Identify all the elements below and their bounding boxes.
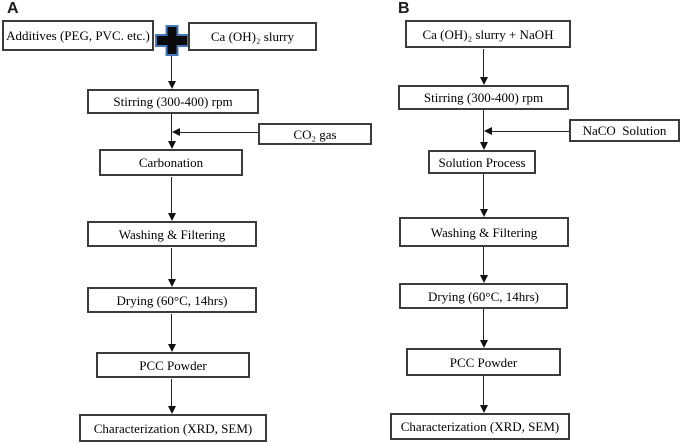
arrow-a-co2-head-icon (172, 128, 180, 136)
node-ca-oh2-slurry: Ca (OH)₂ slurry (188, 22, 317, 51)
arrow-a4-head-icon (168, 279, 176, 287)
arrow-b1-head-icon (480, 77, 488, 85)
node-additives: Additives (PEG, PVC. etc.) (2, 20, 154, 51)
arrow-a4-line (171, 248, 172, 280)
arrow-b3-line (483, 174, 484, 209)
arrow-b2-line (483, 110, 484, 142)
node-stirring-b: Stirring (300-400) rpm (398, 85, 569, 110)
node-co2-gas: CO₂ gas (258, 123, 372, 145)
node-washing-filtering-b: Washing & Filtering (399, 217, 569, 247)
arrow-a5-head-icon (168, 344, 176, 352)
node-characterization-a: Characterization (XRD, SEM) (79, 414, 267, 442)
node-washing-filtering-a: Washing & Filtering (87, 221, 257, 247)
node-drying-a: Drying (60°C, 14hrs) (87, 287, 257, 313)
arrow-b3-head-icon (480, 209, 488, 217)
arrow-a1-head-icon (168, 81, 176, 89)
arrow-a2-line (171, 114, 172, 142)
arrow-a6-head-icon (168, 406, 176, 414)
arrow-b-naco-line (492, 131, 569, 132)
node-ca-oh2-slurry-naoh: Ca (OH)₂ slurry + NaOH (405, 20, 571, 48)
node-characterization-b: Characterization (XRD, SEM) (390, 413, 570, 440)
arrow-b5-line (483, 309, 484, 340)
arrow-b2-head-icon (480, 142, 488, 150)
arrow-b4-line (483, 247, 484, 275)
arrow-b5-head-icon (480, 340, 488, 348)
node-solution-process: Solution Process (428, 150, 536, 174)
arrow-b-naco-head-icon (484, 127, 492, 135)
node-stirring-a: Stirring (300-400) rpm (87, 89, 259, 114)
arrow-a3-head-icon (168, 213, 176, 221)
arrow-b4-head-icon (480, 275, 488, 283)
arrow-b6-head-icon (480, 405, 488, 413)
plus-icon (155, 25, 189, 56)
arrow-a3-line (171, 177, 172, 214)
panel-b-label: B (398, 0, 410, 17)
arrow-a2-head-icon (168, 141, 176, 149)
node-pcc-powder-a: PCC Powder (96, 352, 250, 378)
panel-a-label: A (7, 0, 19, 17)
arrow-a6-line (171, 379, 172, 407)
node-naco-solution: NaCO Solution (569, 119, 680, 142)
arrow-a1-line (171, 56, 172, 81)
node-drying-b: Drying (60°C, 14hrs) (399, 283, 568, 309)
node-carbonation: Carbonation (99, 149, 243, 176)
node-pcc-powder-b: PCC Powder (406, 348, 561, 376)
arrow-b1-line (483, 49, 484, 77)
arrow-a5-line (171, 314, 172, 345)
arrow-b6-line (483, 376, 484, 405)
arrow-a-co2-line (180, 132, 258, 133)
